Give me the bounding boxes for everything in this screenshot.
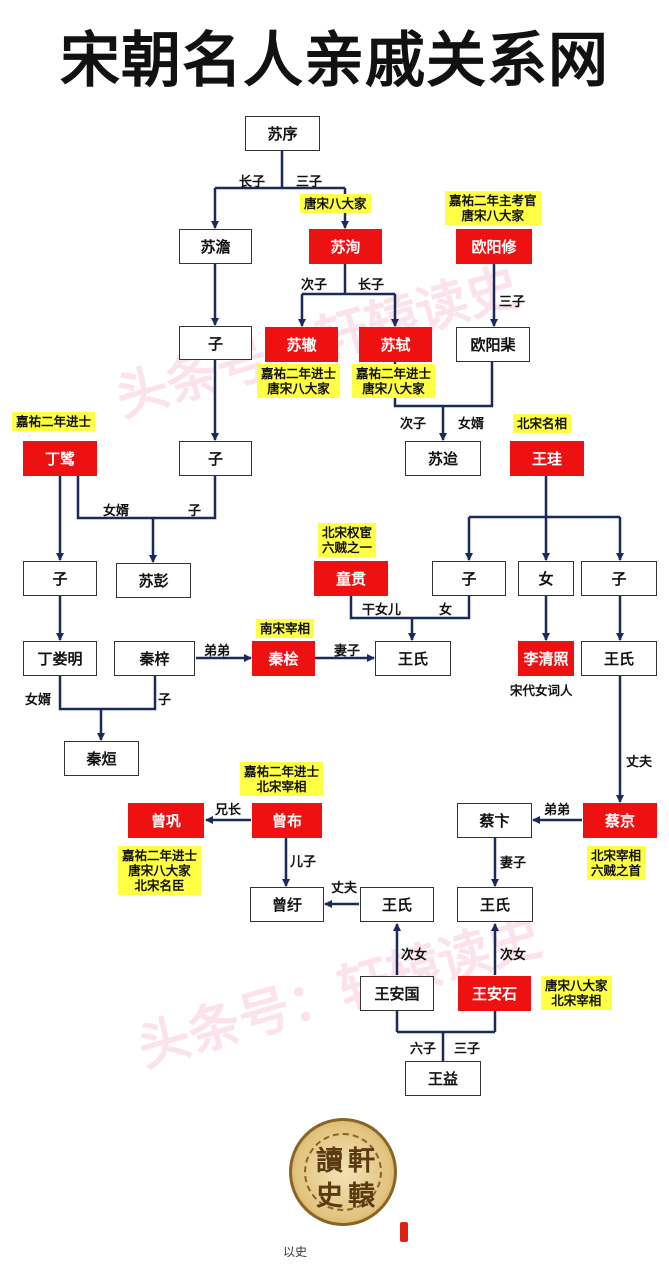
node-caibian: 蔡卞 (457, 803, 532, 838)
note-suxun: 唐宋八大家 (300, 194, 371, 213)
page-title: 宋朝名人亲戚关系网 (60, 26, 609, 96)
node-sushi: 苏轼 (359, 327, 432, 362)
footer-text: 以史 (283, 1245, 308, 1259)
node-supeng: 苏彭 (116, 563, 191, 598)
label-didi: 弟弟 (544, 803, 571, 818)
node-dinglouming: 丁娄明 (23, 641, 97, 676)
label-cinv: 次女 (401, 948, 428, 963)
label-didi: 弟弟 (204, 644, 231, 659)
note-ouyangxiu: 嘉祐二年主考官 唐宋八大家 (445, 191, 541, 225)
label-nvxu: 女婿 (458, 417, 485, 432)
seal-char: 讀 (316, 1146, 343, 1177)
node-liqingzhao: 李清照 (518, 641, 574, 676)
label-liuzi: 六子 (410, 1042, 437, 1057)
node-tongguan: 童贯 (314, 561, 388, 596)
node-wangshi-a: 王氏 (375, 641, 451, 676)
node-wanggui: 王珪 (510, 441, 584, 476)
label-erzi: 儿子 (290, 855, 317, 870)
node-ouyangxiu: 欧阳修 (456, 229, 532, 264)
label-changzi: 长子 (239, 175, 266, 190)
node-dingzhi: 丁骘 (23, 441, 97, 476)
node-wangyi: 王益 (405, 1061, 481, 1096)
caption-liqingzhao: 宋代女词人 (510, 683, 573, 698)
label-qizi: 妻子 (500, 856, 527, 871)
label-cizi: 次子 (400, 417, 427, 432)
label-zi: 子 (188, 504, 202, 519)
label-zhangfu: 丈夫 (626, 755, 653, 770)
node-qinhui: 秦桧 (252, 641, 315, 676)
node-sudai: 苏迨 (405, 441, 481, 476)
note-zenggong: 嘉祐二年进士 唐宋八大家 北宋名臣 (118, 846, 202, 895)
label-sanzi: 三子 (296, 175, 323, 190)
label-changzi: 长子 (358, 278, 385, 293)
note-zengbu: 嘉祐二年进士 北宋宰相 (240, 762, 324, 796)
node-wanganguo: 王安国 (360, 976, 434, 1011)
red-stamp-mark (400, 1222, 408, 1242)
label-gannver: 干女儿 (362, 603, 402, 618)
node-sudan: 苏澹 (179, 229, 252, 264)
node-ouyangfei: 欧阳棐 (456, 327, 530, 362)
node-zi-d: 子 (432, 561, 506, 596)
note-dingzhi: 嘉祐二年进士 (12, 412, 96, 431)
node-caijing: 蔡京 (583, 803, 657, 838)
node-wangshi-d: 王氏 (457, 887, 533, 922)
node-zi-e: 子 (581, 561, 657, 596)
seal-char: 轅 (348, 1181, 375, 1212)
node-zenggong: 曾巩 (128, 803, 204, 838)
node-qinxuan: 秦烜 (64, 741, 139, 776)
label-zi: 子 (158, 693, 172, 708)
note-tongguan: 北宋权宦 六贼之一 (318, 523, 377, 557)
label-qizi: 妻子 (334, 644, 361, 659)
note-wanggui: 北宋名相 (513, 414, 572, 433)
node-wanganshi: 王安石 (458, 976, 531, 1011)
node-zengbu: 曾布 (252, 803, 322, 838)
node-suxu: 苏序 (245, 116, 320, 151)
label-nv: 女 (439, 603, 453, 618)
label-nvxu: 女婿 (103, 504, 130, 519)
label-sanzi: 三子 (499, 295, 526, 310)
note-caijing: 北宋宰相 六贼之首 (587, 846, 646, 880)
node-wangshi-c: 王氏 (360, 887, 434, 922)
node-suxun: 苏洵 (309, 229, 382, 264)
seal-char: 軒 (348, 1146, 375, 1177)
node-zi-b: 子 (179, 441, 252, 476)
label-cinv: 次女 (500, 948, 527, 963)
seal-logo: 讀 軒 史 轅 (289, 1118, 397, 1226)
node-wangshi-b: 王氏 (581, 641, 657, 676)
note-suzhe: 嘉祐二年进士 唐宋八大家 (257, 364, 341, 398)
node-zi-c: 子 (23, 561, 97, 596)
node-suzhe: 苏辙 (265, 327, 338, 362)
node-nv: 女 (518, 561, 574, 596)
label-cizi: 次子 (301, 278, 328, 293)
note-sushi: 嘉祐二年进士 唐宋八大家 (352, 364, 436, 398)
seal-ring (304, 1133, 382, 1211)
label-nvxu: 女婿 (25, 693, 52, 708)
label-xiongzhang: 兄长 (215, 803, 242, 818)
note-wanganshi: 唐宋八大家 北宋宰相 (541, 976, 612, 1010)
seal-char: 史 (316, 1181, 343, 1212)
note-qinhui: 南宋宰相 (256, 619, 315, 638)
node-qinzi: 秦梓 (114, 641, 195, 676)
label-sanzi: 三子 (454, 1042, 481, 1057)
label-zhangfu: 丈夫 (331, 881, 358, 896)
node-zengyu: 曾纡 (250, 887, 324, 922)
node-zi-a: 子 (179, 326, 252, 360)
